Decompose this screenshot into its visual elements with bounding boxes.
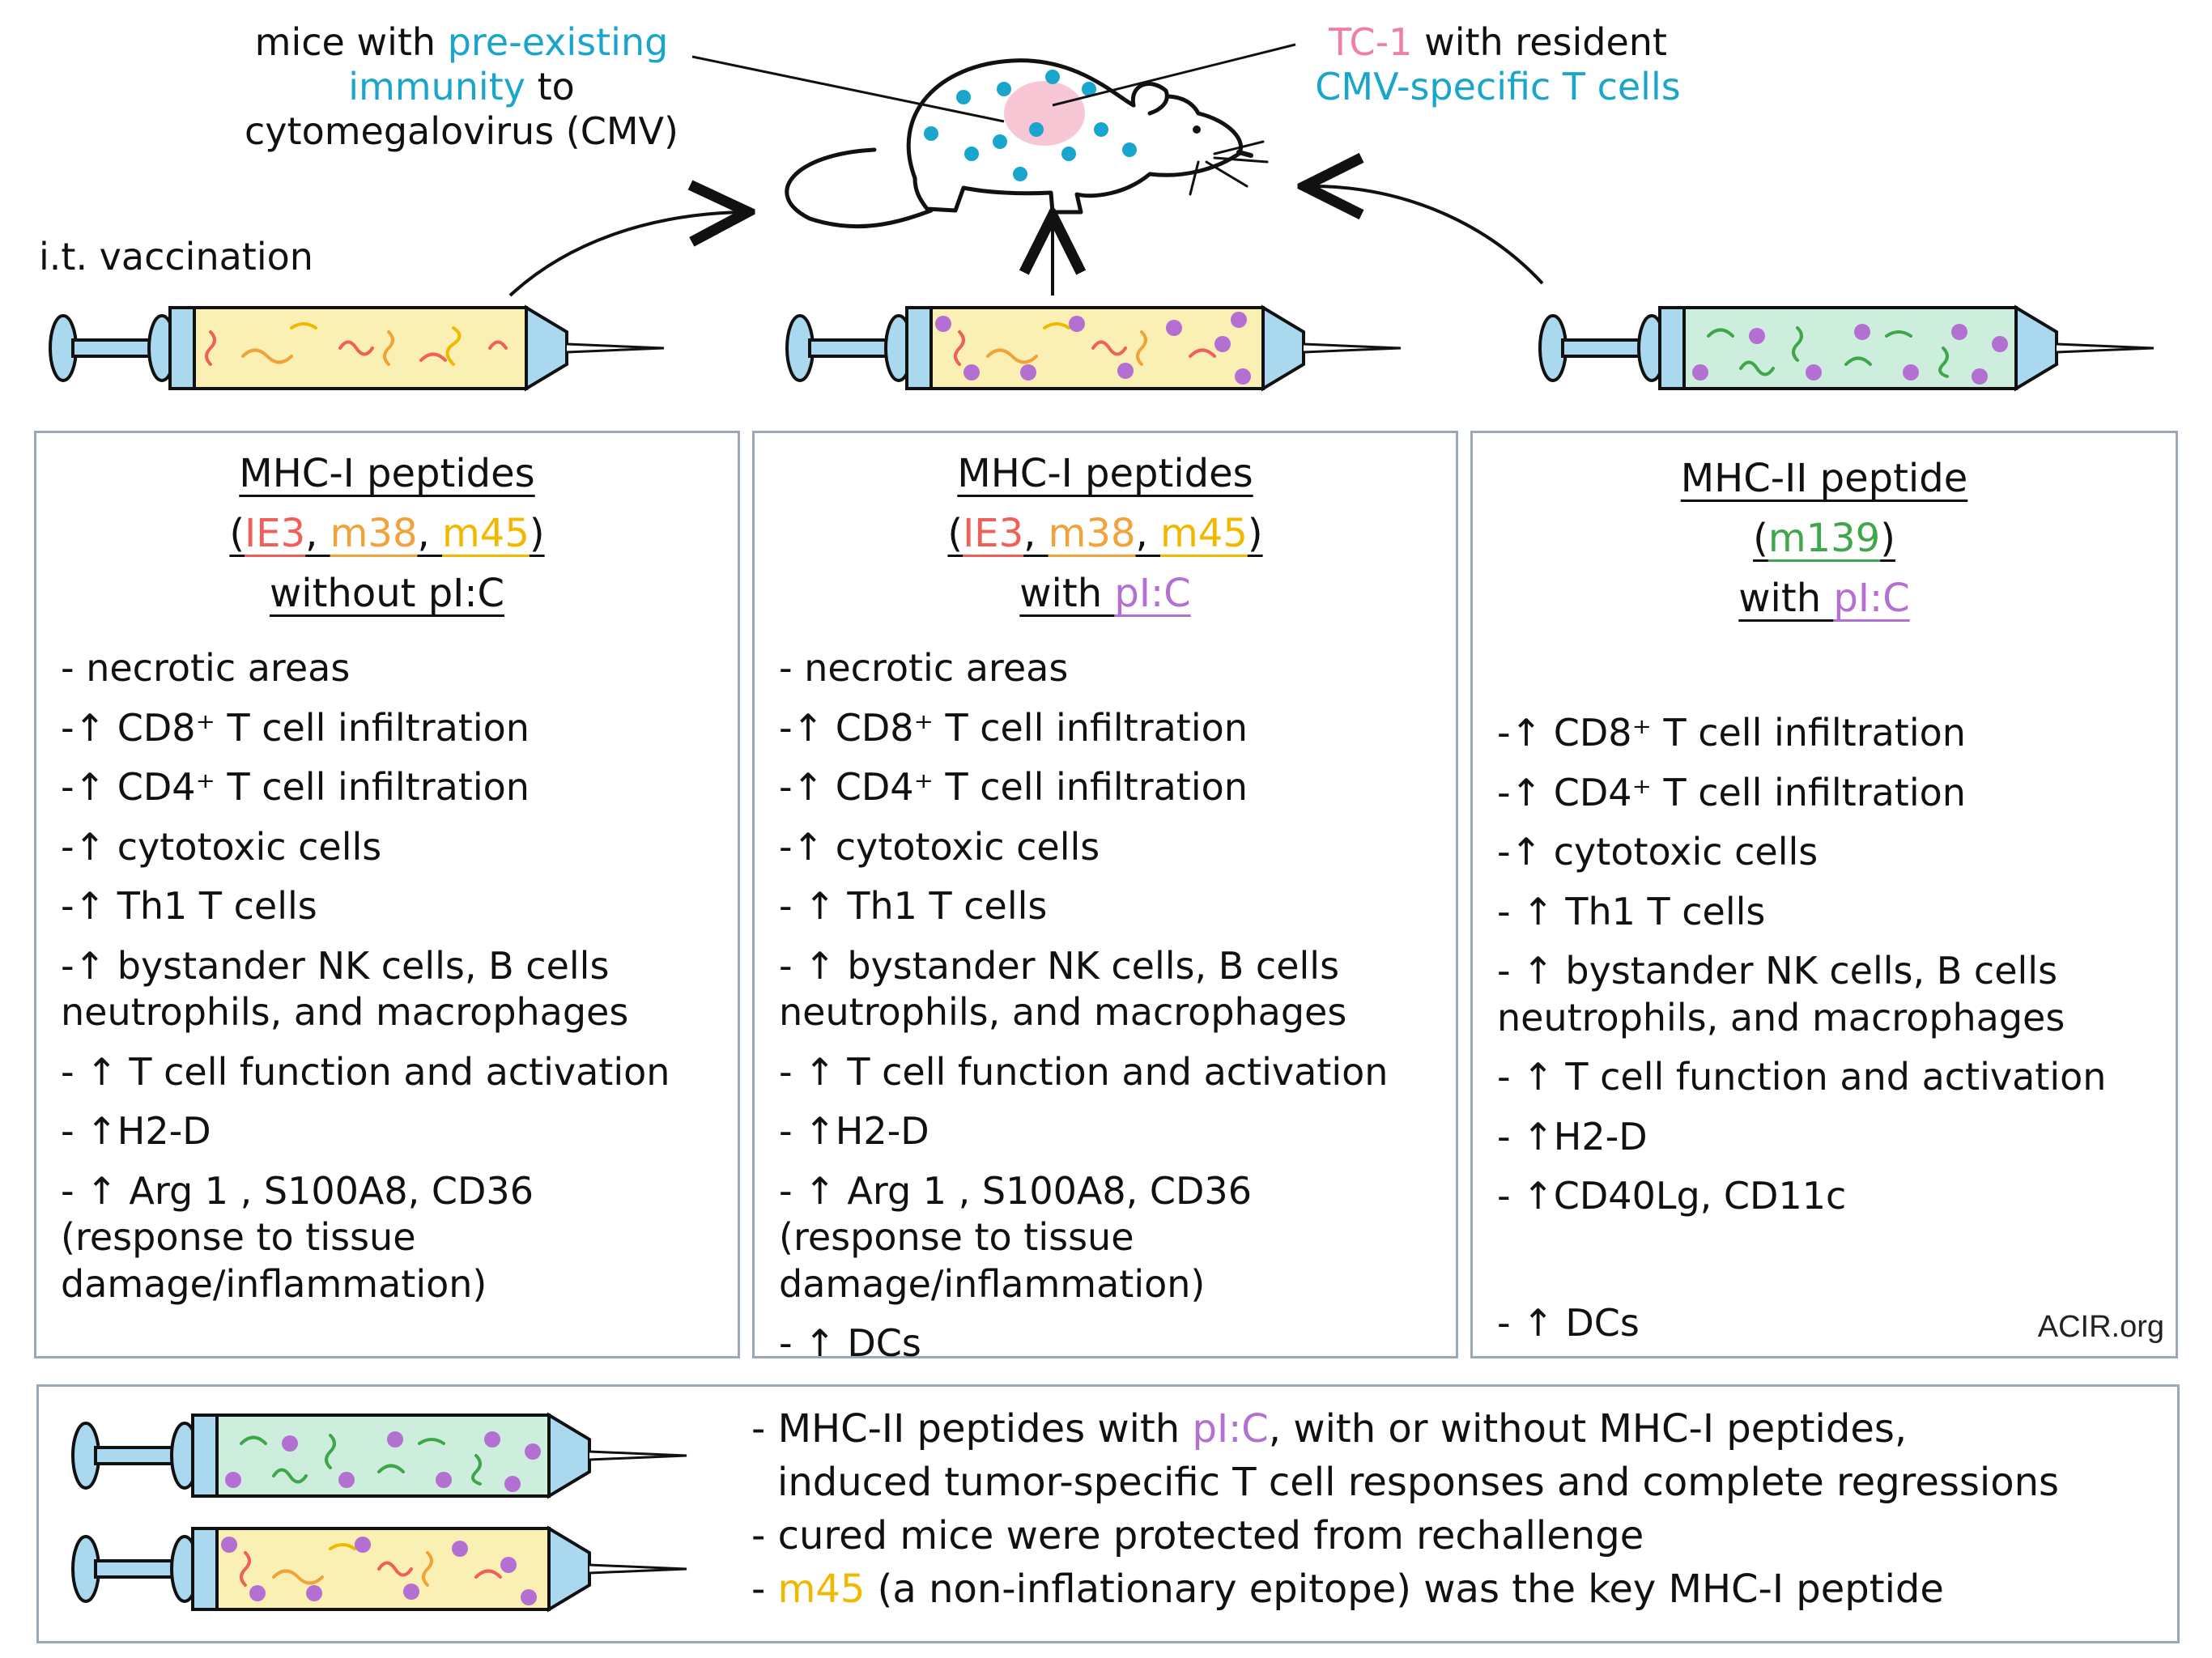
arrow-icon (1312, 186, 1544, 285)
effect-item: -↑ cytotoxic cells (779, 824, 1100, 869)
peptide-ie3: IE3 (245, 511, 306, 556)
adjuvant-label: without pI:C (269, 571, 504, 616)
summary-text: (a non-inflationary epitope) was the key… (865, 1567, 1944, 1612)
effect-item: - necrotic areas (779, 646, 1069, 690)
effect-item: -↑ CD4⁺ T cell infiltration (779, 765, 1248, 809)
effect-item: - ↑ T cell function and activation (61, 1049, 670, 1094)
effect-item: -↑ cytotoxic cells (61, 824, 382, 869)
cmv-t-cells (924, 70, 1137, 181)
mice-label-line3: cytomegalovirus (CMV) (245, 109, 678, 154)
vaccination-label: i.t. vaccination (39, 235, 313, 278)
syringe-icon (71, 1525, 687, 1613)
panel-mhc2-with-pic: MHC-II peptide (m139) with pI:C -↑ CD8⁺ … (1470, 431, 2178, 1358)
summary-text: - (751, 1567, 778, 1612)
peptide-list: (m139) (1753, 516, 1895, 561)
effects-list: - necrotic areas -↑ CD8⁺ T cell infiltra… (779, 645, 1448, 1380)
mice-label-line1: mice with (254, 20, 448, 64)
m45-text: m45 (777, 1567, 866, 1612)
arrow-icon (508, 212, 741, 297)
panel-mhc1-without-pic: MHC-I peptides (IE3, m38, m45) without p… (34, 431, 740, 1358)
effect-item: - necrotic areas (61, 646, 351, 690)
pic-text: pI:C (1114, 571, 1191, 616)
panel-title: MHC-II peptide (1680, 456, 1968, 501)
pic-text: pI:C (1192, 1406, 1269, 1452)
panel-mhc1-with-pic: MHC-I peptides (IE3, m38, m45) with pI:C… (752, 431, 1458, 1365)
summary-text: - MHC-II peptides with (751, 1406, 1193, 1452)
acir-credit: ACIR.org (2037, 1310, 2164, 1344)
effect-item: - ↑ T cell function and activation (1497, 1055, 2107, 1099)
effect-item: -↑ cytotoxic cells (1497, 830, 1819, 874)
summary-box: - MHC-II peptides with pI:C, with or wit… (36, 1384, 2180, 1643)
tc1-label: TC-1 with resident CMV-specific T cells (1287, 20, 1708, 109)
peptide-list: (IE3, m38, m45) (947, 511, 1263, 556)
effect-item: -↑ bystander NK cells, B cells neutrophi… (61, 943, 629, 1035)
effect-item: - ↑H2-D (61, 1109, 211, 1153)
effect-item: - ↑ Th1 T cells (1497, 889, 1766, 933)
tc1-leader-line (1052, 43, 1296, 107)
panel-header: MHC-I peptides (IE3, m38, m45) without p… (36, 449, 738, 618)
summary-text: , with or without MHC-I peptides, (1268, 1406, 1908, 1452)
peptide-list: (IE3, m38, m45) (229, 511, 545, 556)
peptide-m139: m139 (1767, 516, 1881, 561)
effect-item: - ↑H2-D (1497, 1114, 1648, 1158)
immunity-text: immunity (348, 65, 525, 109)
effect-item: -↑ CD8⁺ T cell infiltration (779, 705, 1248, 750)
summary-item-3: - m45 (a non-inflationary epitope) was t… (751, 1565, 2160, 1613)
cmv-specific-text: CMV-specific T cells (1315, 65, 1681, 109)
peptide-m38: m38 (1048, 511, 1136, 556)
panel-title: MHC-I peptides (957, 451, 1253, 496)
mice-leader-line (691, 55, 1005, 123)
syringe-icon (785, 304, 1402, 392)
mice-label-line2: to (525, 65, 575, 109)
effect-item: -↑ CD4⁺ T cell infiltration (1497, 770, 1966, 814)
panel-header: MHC-I peptides (IE3, m38, m45) with pI:C (755, 449, 1456, 618)
effect-item: - ↑ bystander NK cells, B cells neutroph… (1497, 949, 2065, 1039)
effect-item: - ↑H2-D (779, 1109, 929, 1153)
summary-item-2: - cured mice were protected from rechall… (751, 1513, 1644, 1558)
effect-item: -↑ CD4⁺ T cell infiltration (61, 765, 530, 809)
effect-item: - ↑ T cell function and activation (779, 1049, 1389, 1094)
effects-list: -↑ CD8⁺ T cell infiltration -↑ CD4⁺ T ce… (1497, 710, 2167, 1233)
syringe-icon (71, 1412, 687, 1499)
effect-item: -↑ CD8⁺ T cell infiltration (1497, 711, 1966, 755)
effects-list: - necrotic areas -↑ CD8⁺ T cell infiltra… (61, 645, 730, 1320)
effect-item: -↑ Th1 T cells (61, 884, 317, 928)
summary-list: - MHC-II peptides with pI:C, with or wit… (751, 1405, 2160, 1618)
effect-item: -↑ CD8⁺ T cell infiltration (61, 705, 530, 750)
peptide-m45: m45 (1160, 511, 1248, 556)
pre-existing-text: pre-existing (447, 20, 669, 64)
effect-item: - ↑CD40Lg, CD11c (1497, 1174, 1847, 1218)
pic-text: pI:C (1833, 576, 1910, 621)
tc1-label-line1: with resident (1412, 20, 1667, 64)
mouse-icon (785, 58, 1269, 229)
peptide-ie3: IE3 (963, 511, 1024, 556)
mice-label: mice with pre-existing immunity to cytom… (227, 20, 696, 155)
effect-item: - ↑ DCs (779, 1321, 921, 1365)
top-illustration (49, 43, 2155, 392)
effect-item-dcs: - ↑ DCs (1497, 1301, 1640, 1345)
effect-item: - ↑ bystander NK cells, B cells neutroph… (779, 943, 1347, 1035)
syringe-icon (49, 304, 665, 392)
tumor-spot (1004, 81, 1085, 146)
effect-item: - ↑ Th1 T cells (779, 884, 1048, 928)
adjuvant-label: with (1019, 571, 1115, 616)
panel-header: MHC-II peptide (m139) with pI:C (1473, 454, 2176, 623)
adjuvant-label: with (1738, 576, 1834, 621)
tc1-text: TC-1 (1329, 20, 1413, 64)
summary-syringes (71, 1412, 687, 1613)
peptide-m38: m38 (330, 511, 418, 556)
peptide-m45: m45 (442, 511, 530, 556)
effect-item: - ↑ Arg 1 , S100A8, CD36 (response to ti… (61, 1168, 534, 1306)
panel-title: MHC-I peptides (239, 451, 535, 496)
syringe-icon (1538, 304, 2155, 392)
summary-item-1: - MHC-II peptides with pI:C, with or wit… (751, 1405, 2160, 1453)
effect-item: - ↑ Arg 1 , S100A8, CD36 (response to ti… (779, 1168, 1252, 1306)
summary-item-1-cont: induced tumor-specific T cell responses … (777, 1460, 2060, 1505)
